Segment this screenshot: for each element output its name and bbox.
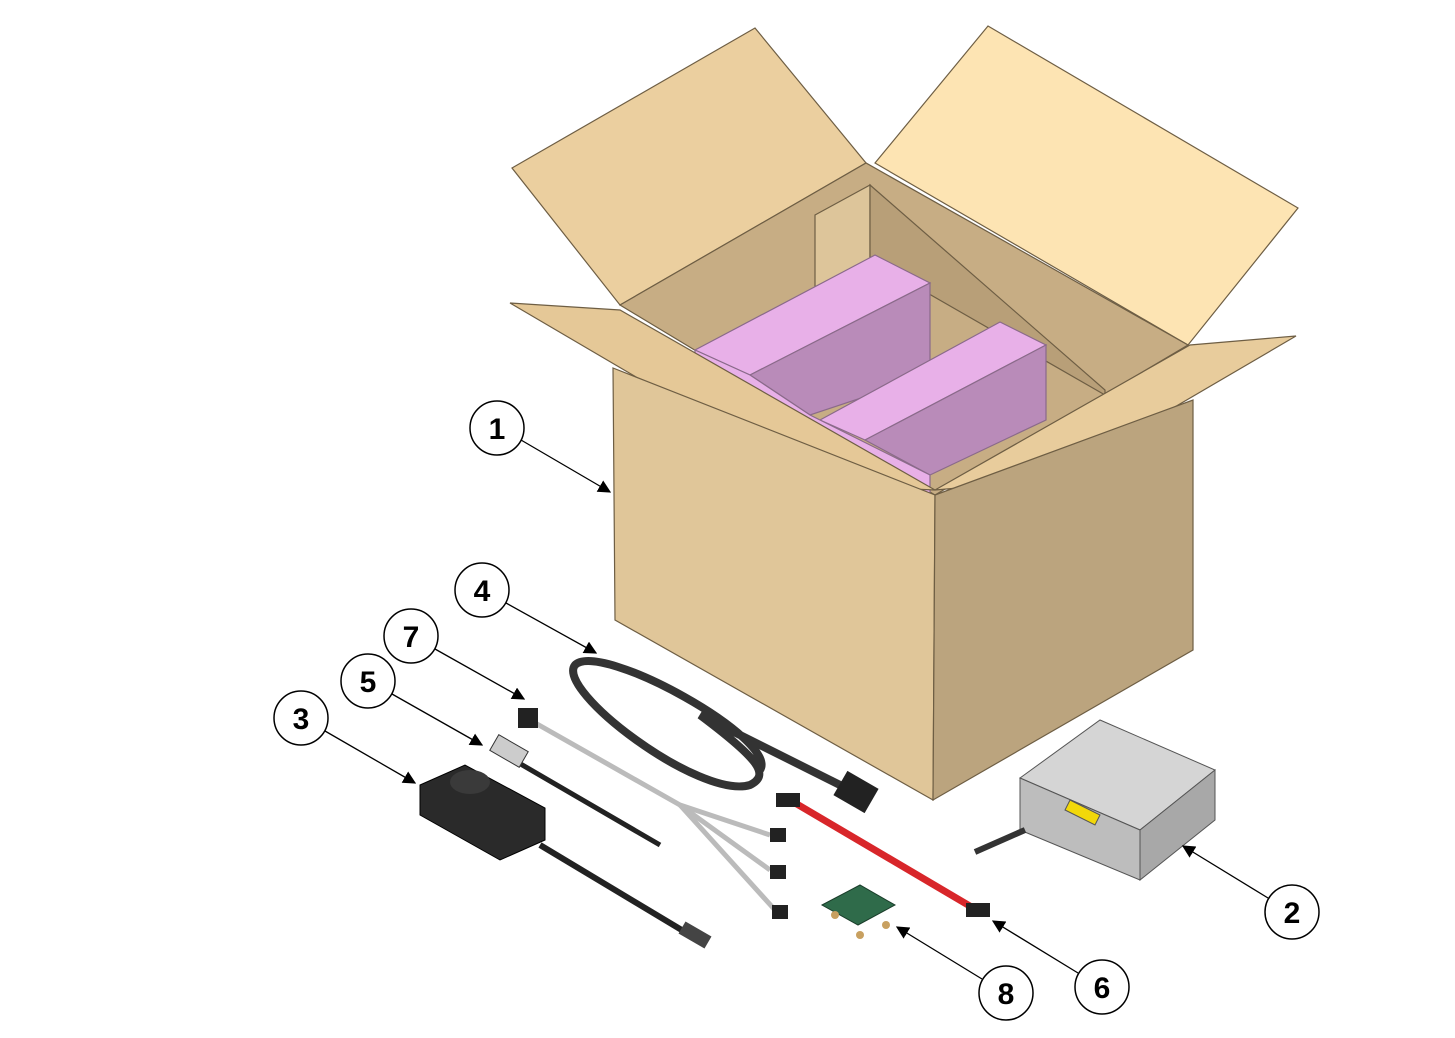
svg-text:5: 5 bbox=[360, 666, 377, 699]
callout-7: 7 bbox=[383, 608, 439, 664]
shipping-box bbox=[509, 25, 1299, 802]
power-adapter bbox=[419, 764, 712, 949]
usb-cable bbox=[489, 734, 662, 848]
svg-text:1: 1 bbox=[489, 413, 506, 446]
callout-6: 6 bbox=[1074, 959, 1130, 1015]
sata-cable bbox=[776, 793, 990, 917]
breakout-board bbox=[820, 884, 897, 939]
split-cable bbox=[518, 708, 788, 919]
svg-text:3: 3 bbox=[293, 703, 310, 736]
callout-8: 8 bbox=[978, 965, 1034, 1021]
callout-4: 4 bbox=[454, 562, 510, 618]
leader-lines bbox=[324, 439, 1269, 980]
svg-text:7: 7 bbox=[403, 621, 420, 654]
callout-3: 3 bbox=[273, 690, 329, 746]
callout-1: 1 bbox=[469, 400, 525, 456]
callout-2: 2 bbox=[1264, 884, 1320, 940]
svg-text:2: 2 bbox=[1284, 897, 1301, 930]
svg-text:4: 4 bbox=[474, 575, 491, 608]
svg-text:8: 8 bbox=[998, 978, 1015, 1011]
controller-unit bbox=[973, 719, 1216, 882]
callout-5: 5 bbox=[340, 653, 396, 709]
power-cable-coil bbox=[569, 657, 879, 814]
svg-text:6: 6 bbox=[1094, 972, 1111, 1005]
